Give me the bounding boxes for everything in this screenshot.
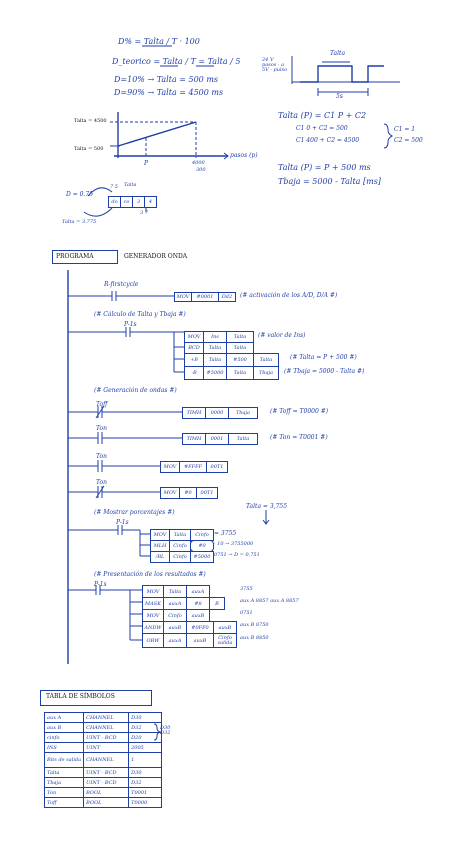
pres-cell: Cinfo salida bbox=[213, 633, 237, 648]
formula-talta-linear: Talta (P) = C1 P + C2 bbox=[278, 111, 367, 120]
contact-ton-label-2: Ton bbox=[96, 453, 108, 460]
formula-system-2: C1 400 + C2 = 4500 bbox=[296, 137, 360, 144]
bcd-top-numbers: 7 5 bbox=[110, 184, 118, 190]
mostrar-cell: #5000 bbox=[190, 551, 214, 563]
graph-y-top-label: Talta = 4500 bbox=[74, 118, 107, 124]
contact-p1s-label-2: P-1s bbox=[116, 519, 129, 526]
rung-tim2 bbox=[68, 432, 182, 444]
pres-side-5: aux B 8850 bbox=[240, 635, 269, 641]
contact-toff-label: Toff bbox=[96, 401, 108, 408]
calc-row-1-comment: (# valor de Ins) bbox=[258, 332, 306, 339]
arrow bbox=[87, 187, 113, 197]
formula-duty-ratio: D_teorico = Talta / T = Talta / 5 bbox=[112, 57, 241, 66]
formula-d90: D=90% → Talta = 4500 ms bbox=[114, 88, 224, 97]
rung-mov-ffff bbox=[68, 460, 160, 472]
square-wave-sketch bbox=[291, 56, 400, 96]
formula-duty-definition: D% = Talta / T · 100 bbox=[118, 37, 200, 46]
program-title-box bbox=[52, 250, 118, 264]
calc-comment: (# Cálculo de Talta y Tbaja #) bbox=[94, 311, 186, 318]
mostrar-side-2: · 10 → 3755000 bbox=[214, 541, 254, 547]
pres-cell: B bbox=[209, 597, 225, 610]
calc-row-4-comment: (# Tbaja = 5000 - Talta #) bbox=[284, 368, 365, 375]
table-cell: Toff bbox=[43, 797, 85, 808]
pres-side-2: aux A 8857 aux A 8857 bbox=[240, 598, 299, 604]
mov-cell: 00T1 bbox=[206, 461, 228, 473]
mov-dst-cell: Dd2 bbox=[218, 292, 236, 302]
rung-calc bbox=[68, 327, 184, 373]
mostrar-side-1: = 3755 bbox=[214, 530, 237, 537]
contact-p1s-label-3: P-1s bbox=[94, 581, 107, 588]
formula-system-1: C1 0 + C2 = 500 bbox=[296, 125, 348, 132]
symbol-table-title-box bbox=[40, 690, 152, 706]
graph-x-label: pasos (p) bbox=[230, 152, 258, 159]
wave-label-talta: Talta bbox=[330, 50, 346, 57]
table-cell: T0000 bbox=[128, 797, 163, 808]
pres-side-1: 3755 bbox=[240, 586, 253, 592]
arrow bbox=[83, 207, 113, 217]
program-title: PROGRAMA bbox=[56, 253, 94, 260]
pres-side-4: aux B 8750 bbox=[240, 622, 269, 628]
brace bbox=[383, 123, 394, 149]
rung-presentacion bbox=[68, 585, 142, 641]
formula-c1: C1 = 1 bbox=[394, 126, 416, 133]
graph-x-tick-4000: 4000 bbox=[192, 160, 205, 166]
formula-d10: D=10% → Talta = 500 ms bbox=[114, 75, 219, 84]
gen-comment: (# Generación de ondas #) bbox=[94, 387, 177, 394]
mov-cell: 00T1 bbox=[196, 487, 218, 499]
graph-x-tick-p: P bbox=[144, 160, 149, 167]
tim2-comment: (# Ton = T0001 #) bbox=[270, 434, 328, 441]
rung-mov-0 bbox=[68, 485, 160, 499]
bcd-d-label: D = 0.75 bbox=[66, 191, 94, 198]
formula-talta-result: Talta (P) = P + 500 ms bbox=[278, 163, 371, 172]
tim-cell: Talta bbox=[228, 433, 258, 445]
rung-mostrar bbox=[68, 510, 270, 557]
bcd-digit-box: 4 bbox=[144, 196, 157, 208]
formula-c2: C2 = 500 bbox=[394, 137, 423, 144]
symbol-table-title: TABLA DE SÍMBOLOS bbox=[46, 693, 115, 700]
contact-ton-label: Ton bbox=[96, 425, 108, 432]
contact-ton-label-3: Ton bbox=[96, 479, 108, 486]
symbol-table-side-note: D30 D32 bbox=[160, 725, 171, 736]
mostrar-side-3: 0751 → D = 0,751 bbox=[214, 552, 260, 558]
pres-side-3: 0751 bbox=[240, 610, 253, 616]
wave-left-labels: 24 V pasos · a 5V · pulso bbox=[262, 57, 288, 73]
graph-y-bottom-label: Talta = 500 bbox=[74, 146, 104, 152]
tim-cell: Tbaja bbox=[228, 407, 258, 419]
bcd-talta-label: Talta = 3.775 bbox=[62, 219, 97, 225]
rung-tim1 bbox=[68, 405, 182, 419]
tim1-comment: (# Toff = T0000 #) bbox=[270, 408, 329, 415]
program-subtitle: GENERADOR ONDA bbox=[124, 253, 188, 260]
linear-graph-sketch bbox=[110, 112, 229, 160]
mostrar-calc-note: Talta = 3,755 bbox=[246, 503, 288, 510]
mov1-comment: (# activación de los A/D, D/A #) bbox=[240, 292, 338, 299]
contact-first-cycle-label: R-firstcycle bbox=[104, 281, 139, 288]
contact-p1s-label: P-1s bbox=[124, 321, 137, 328]
mostrar-comment: (# Mostrar porcentajes #) bbox=[94, 509, 175, 516]
graph-x-tick-sub: 300 bbox=[196, 167, 206, 173]
bcd-over-label: Talta bbox=[124, 182, 137, 188]
bcd-bottom-numbers: 3 7 bbox=[140, 210, 148, 216]
pres-comment: (# Presentación de los resultados #) bbox=[94, 571, 206, 578]
calc-cell: Tbaja bbox=[253, 366, 279, 380]
brace bbox=[153, 723, 162, 741]
rung-first-cycle bbox=[68, 291, 174, 301]
formula-tbaja-result: Tbaja = 5000 - Talta [ms] bbox=[278, 177, 381, 186]
calc-row-3-comment: (# Talta = P + 500 #) bbox=[290, 354, 357, 361]
wave-label-period: 5s bbox=[336, 93, 343, 100]
